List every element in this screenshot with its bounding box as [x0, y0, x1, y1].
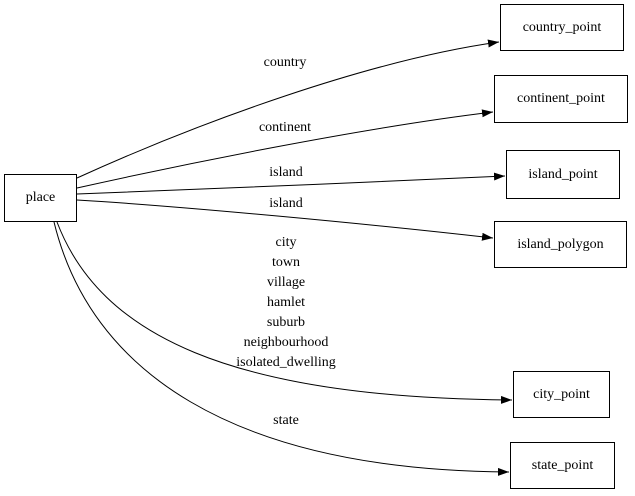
edge-place-country_point — [76, 39, 500, 179]
node-country-point: country_point — [500, 4, 624, 51]
edge-label-continent: continent — [258, 120, 312, 135]
node-place: place — [4, 174, 77, 222]
node-island-point: island_point — [506, 150, 620, 199]
edge-label-island-point: island — [269, 165, 303, 180]
edge-place-island_polygon — [76, 199, 494, 241]
node-continent-point: continent_point — [494, 75, 628, 123]
edge-label-city-group: city town village hamlet suburb neighbou… — [236, 235, 336, 370]
edge-label-country: country — [263, 55, 307, 70]
edge-label-state: state — [273, 413, 299, 428]
edge-place-city_point — [56, 221, 513, 404]
node-city-point: city_point — [513, 371, 610, 418]
edge-label-island-polygon: island — [269, 196, 303, 211]
edge-place-state_point — [53, 221, 510, 476]
edge-place-island_point — [76, 172, 506, 195]
edge-place-continent_point — [76, 109, 494, 189]
node-island-polygon: island_polygon — [494, 221, 627, 268]
node-state-point: state_point — [510, 442, 615, 489]
